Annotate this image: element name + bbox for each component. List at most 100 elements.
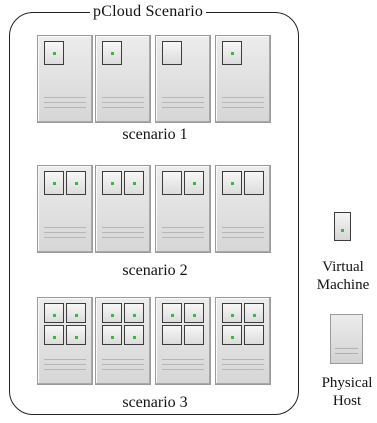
vm-led-icon	[231, 314, 234, 317]
virtual-machine	[244, 171, 264, 195]
physical-host	[37, 165, 93, 253]
host-vent-lines	[102, 227, 144, 242]
physical-host	[155, 165, 211, 253]
host-vent-lines	[44, 359, 86, 374]
host-vent-lines	[102, 359, 144, 374]
vm-slots	[162, 41, 183, 83]
physical-host	[95, 35, 151, 123]
virtual-machine	[184, 171, 204, 195]
virtual-machine	[124, 325, 144, 345]
host-vent-lines	[222, 227, 264, 242]
legend-physical-host-icon	[330, 314, 363, 364]
host-vent-lines	[162, 227, 204, 242]
physical-host	[95, 165, 151, 253]
legend-vm-label: Virtual Machine	[303, 258, 377, 294]
physical-host	[95, 297, 151, 385]
vm-slots	[162, 303, 206, 345]
virtual-machine	[222, 171, 242, 195]
physical-host	[155, 297, 211, 385]
vm-led-icon	[231, 336, 234, 339]
vm-led-icon	[53, 182, 56, 185]
vm-slots	[102, 41, 123, 83]
vm-led-icon	[133, 182, 136, 185]
virtual-machine	[222, 303, 242, 323]
physical-host	[37, 297, 93, 385]
scenario-label: scenario 1	[122, 126, 188, 143]
virtual-machine	[124, 171, 144, 195]
vm-slots	[102, 303, 146, 345]
host-vent-lines	[44, 97, 86, 112]
legend-vm-label-line1: Virtual	[322, 259, 364, 275]
virtual-machine	[102, 325, 122, 345]
host-vent-lines	[162, 97, 204, 112]
virtual-machine	[44, 303, 64, 323]
vm-led-icon	[133, 336, 136, 339]
vm-slots	[44, 41, 65, 83]
virtual-machine	[162, 171, 182, 195]
vm-led-icon	[231, 182, 234, 185]
physical-host	[215, 165, 271, 253]
legend-host-label-line1: Physical	[321, 375, 373, 391]
vm-led-icon	[193, 314, 196, 317]
vm-led-icon	[231, 52, 234, 55]
vm-led-icon	[75, 336, 78, 339]
vm-led-icon	[111, 336, 114, 339]
vm-led-icon	[53, 52, 56, 55]
virtual-machine	[162, 303, 182, 323]
vm-led-icon	[111, 314, 114, 317]
host-vent-lines	[222, 97, 264, 112]
host-vent-lines	[44, 227, 86, 242]
host-vent-lines	[162, 359, 204, 374]
vm-slots	[44, 303, 88, 345]
scenario-label: scenario 2	[122, 262, 188, 279]
vm-led-icon	[111, 52, 114, 55]
legend-host-label-line2: Host	[332, 393, 362, 409]
vm-slots	[222, 41, 243, 83]
virtual-machine	[184, 325, 204, 345]
vm-led-icon	[111, 182, 114, 185]
vm-led-icon	[53, 314, 56, 317]
vm-led-icon	[75, 314, 78, 317]
vm-slots	[44, 171, 88, 213]
vm-slots	[222, 171, 266, 213]
scenario-label: scenario 3	[122, 394, 188, 411]
virtual-machine	[102, 303, 122, 323]
physical-host	[215, 297, 271, 385]
vm-led-icon	[193, 182, 196, 185]
legend-host-label: Physical Host	[307, 374, 377, 410]
host-vent-lines	[222, 359, 264, 374]
virtual-machine	[102, 171, 122, 195]
virtual-machine	[244, 325, 264, 345]
physical-host	[215, 35, 271, 123]
vm-led-icon	[53, 336, 56, 339]
vm-led-icon	[171, 314, 174, 317]
virtual-machine	[44, 41, 64, 65]
virtual-machine	[162, 325, 182, 345]
vm-led-icon	[133, 314, 136, 317]
virtual-machine	[102, 41, 122, 65]
vm-led-icon	[253, 314, 256, 317]
virtual-machine	[66, 325, 86, 345]
legend-virtual-machine-icon	[334, 212, 351, 241]
vm-slots	[102, 171, 146, 213]
physical-host	[155, 35, 211, 123]
vm-slots	[162, 171, 206, 213]
virtual-machine	[184, 303, 204, 323]
vm-led-icon	[75, 182, 78, 185]
host-vent-lines	[335, 348, 358, 357]
vm-slots	[222, 303, 266, 345]
virtual-machine	[66, 171, 86, 195]
physical-host	[37, 35, 93, 123]
virtual-machine	[44, 171, 64, 195]
legend-vm-label-line2: Machine	[316, 277, 370, 293]
virtual-machine	[162, 41, 182, 65]
virtual-machine	[44, 325, 64, 345]
virtual-machine	[222, 325, 242, 345]
virtual-machine	[244, 303, 264, 323]
virtual-machine	[124, 303, 144, 323]
diagram-title: pCloud Scenario	[90, 2, 207, 22]
virtual-machine	[222, 41, 242, 65]
vm-led-icon	[341, 229, 344, 232]
virtual-machine	[66, 303, 86, 323]
host-vent-lines	[102, 97, 144, 112]
